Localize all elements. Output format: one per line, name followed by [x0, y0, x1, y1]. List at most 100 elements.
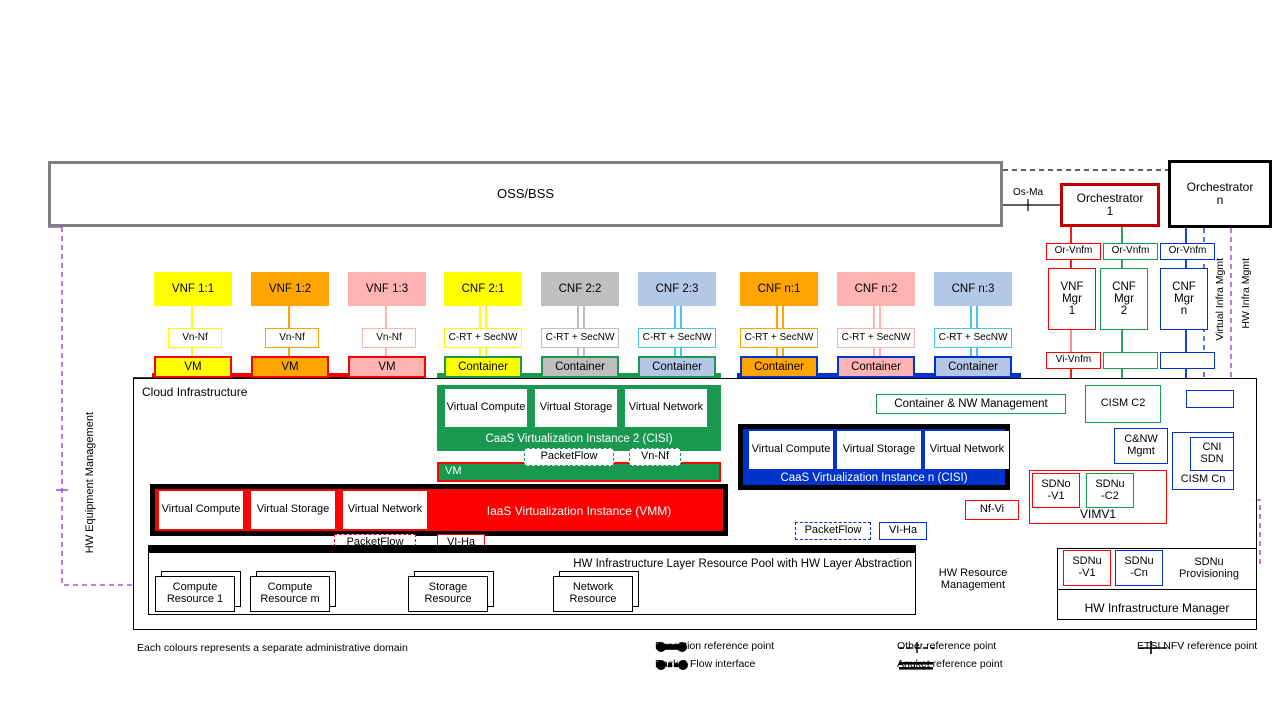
sdnu-v1-box: SDNu -V1 [1063, 550, 1111, 586]
refpoint-vn-nf-green: Vn-Nf [629, 448, 681, 466]
os-ma-label-wrap: Os-Ma [1009, 186, 1047, 200]
cism-cn-label: CISM Cn [1180, 473, 1226, 486]
function-label: VNF 1:3 [365, 282, 409, 295]
function-box-5[interactable]: CNF 2:3 [638, 272, 716, 306]
instance-label: VM [378, 360, 396, 373]
interface-box-6: C-RT + SecNW [740, 328, 818, 348]
sdno-v1-line1: SDNo [1041, 477, 1071, 490]
hw-layer-abstraction-bar [148, 545, 916, 553]
function-label: CNF 2:3 [655, 282, 699, 295]
iaas-virtualization-instance: Virtual Compute Virtual Storage Virtual … [150, 484, 728, 536]
vnf-manager-1[interactable]: VNF Mgr 1 [1048, 268, 1096, 330]
caasn-title: CaaS Virtualization Instance n (CISI) [780, 471, 968, 484]
cnf-manager-2[interactable]: CNF Mgr 2 [1100, 268, 1148, 330]
resource-line2: Resource [424, 593, 472, 605]
orchestrator-1-index: 1 [1106, 204, 1114, 218]
function-box-3[interactable]: CNF 2:1 [444, 272, 522, 306]
refpoint-or-vnfm-blue: Or-Vnfm [1160, 243, 1215, 260]
function-box-0[interactable]: VNF 1:1 [154, 272, 232, 306]
legend-note: Each colours represents a separate admin… [137, 642, 408, 654]
legend-item-packetflow: Packet Flow interface [655, 658, 755, 670]
sdnu-c2-line1: SDNu [1095, 477, 1125, 490]
function-label: CNF 2:1 [461, 282, 505, 295]
function-box-8[interactable]: CNF n:3 [934, 272, 1012, 306]
caas-virtualization-instance-2: Virtual Compute Virtual Storage Virtual … [437, 385, 721, 451]
vnf-mgr-line1: VNF [1060, 280, 1084, 293]
os-ma-label: Os-Ma [1013, 186, 1043, 198]
refpoint-vi-vnfm: Vi-Vnfm [1046, 352, 1101, 369]
caas2-vn-label: Virtual Network [628, 401, 704, 414]
resource-line1: Compute [172, 581, 218, 594]
cnf-mgr2-line1: CNF [1112, 280, 1136, 293]
instance-label: Container [851, 360, 901, 373]
instance-label: Container [948, 360, 998, 373]
c-and-nw-mgmt-box: C&NW Mgmt [1114, 428, 1168, 464]
legend-label-other: Other reference point [897, 640, 997, 652]
legend-item-anuket: Anuket reference point [897, 658, 1003, 670]
container-nw-management-box: Container & NW Management [876, 394, 1066, 414]
instance-label: VM [184, 360, 202, 373]
refpoint-vi-ha-blue: VI-Ha [879, 522, 927, 540]
function-label: CNF n:2 [854, 282, 898, 295]
hw-resource-mgmt-label: HW Resource Management [928, 565, 1018, 595]
orchestrator-n-box[interactable]: Orchestrator n [1168, 160, 1272, 228]
vnf-mgr-line2: Mgr [1062, 292, 1082, 305]
hw-equipment-mgmt-label: HW Equipment Management [84, 412, 96, 554]
caasn-virtual-network: Virtual Network [925, 431, 1009, 469]
iaas-virtual-network: Virtual Network [343, 491, 427, 529]
function-label: VNF 1:2 [268, 282, 312, 295]
sdnu-cn-line1: SDNu [1124, 555, 1154, 568]
function-label: CNF n:1 [757, 282, 801, 295]
caasn-virtual-storage: Virtual Storage [837, 431, 921, 469]
c-nw-mgmt-line2: Mgmt [1127, 445, 1155, 457]
function-box-7[interactable]: CNF n:2 [837, 272, 915, 306]
legend-item-execution: Execution reference point [655, 640, 774, 652]
cism-c2-box[interactable]: CISM C2 [1085, 385, 1161, 423]
cnf-mgrn-line2: Mgr [1174, 292, 1194, 305]
c-nw-mgmt-line1: C&NW [1124, 433, 1158, 446]
cnf-manager-n[interactable]: CNF Mgr n [1160, 268, 1208, 330]
instance-label: Container [458, 360, 508, 373]
iaas-vc-label: Virtual Compute [161, 503, 241, 516]
legend-label-execution: Execution reference point [655, 640, 775, 652]
resource-line2: Resource m [260, 593, 320, 605]
instance-box-0: VM [154, 356, 232, 378]
cloud-infrastructure-title: Cloud Infrastructure [142, 385, 248, 399]
instance-box-5: Container [638, 356, 716, 378]
instance-box-4: Container [541, 356, 619, 378]
function-box-2[interactable]: VNF 1:3 [348, 272, 426, 306]
orchestrator-n-index: n [1216, 193, 1224, 207]
hw-resource-mgmt-line1: HW Resource [938, 567, 1008, 580]
legend-item-other: Other reference point [897, 640, 997, 653]
function-box-1[interactable]: VNF 1:2 [251, 272, 329, 306]
caas2-title: CaaS Virtualization Instance 2 (CISI) [485, 432, 673, 445]
instance-label: Container [652, 360, 702, 373]
caas2-vc-label: Virtual Compute [446, 401, 526, 414]
sdnu-cn-line2: -Cn [1130, 567, 1148, 579]
interface-box-1: Vn-Nf [265, 328, 319, 348]
caasn-vs-label: Virtual Storage [842, 443, 916, 456]
orchestrator-1-box[interactable]: Orchestrator 1 [1060, 183, 1160, 227]
caas2-virtual-storage: Virtual Storage [535, 389, 617, 427]
refpoint-or-vnfm-green: Or-Vnfm [1103, 243, 1158, 260]
sdnu-prov-line2: Provisioning [1179, 568, 1239, 580]
caas2-virtual-compute: Virtual Compute [445, 389, 527, 427]
refpoint-or-vnfm-red: Or-Vnfm [1046, 243, 1101, 260]
instance-box-6: Container [740, 356, 818, 378]
instance-box-3: Container [444, 356, 522, 378]
interface-box-7: C-RT + SecNW [837, 328, 915, 348]
hw-infra-mgr-inner-frame [1057, 548, 1257, 590]
legend-item-etsi: ETSI NFV reference point [1137, 640, 1257, 654]
sdnu-cn-box: SDNu -Cn [1115, 550, 1163, 586]
vimv1-label: VIMV1 [1079, 507, 1116, 522]
function-box-4[interactable]: CNF 2:2 [541, 272, 619, 306]
vim-v1-box[interactable]: VIMV1 [1029, 470, 1167, 524]
iaas-title: IaaS Virtualization Instance (VMM) [486, 503, 672, 518]
orchestrator-n-label: Orchestrator [1186, 180, 1254, 195]
function-box-6[interactable]: CNF n:1 [740, 272, 818, 306]
oss-bss-box: OSS/BSS [48, 161, 1003, 227]
